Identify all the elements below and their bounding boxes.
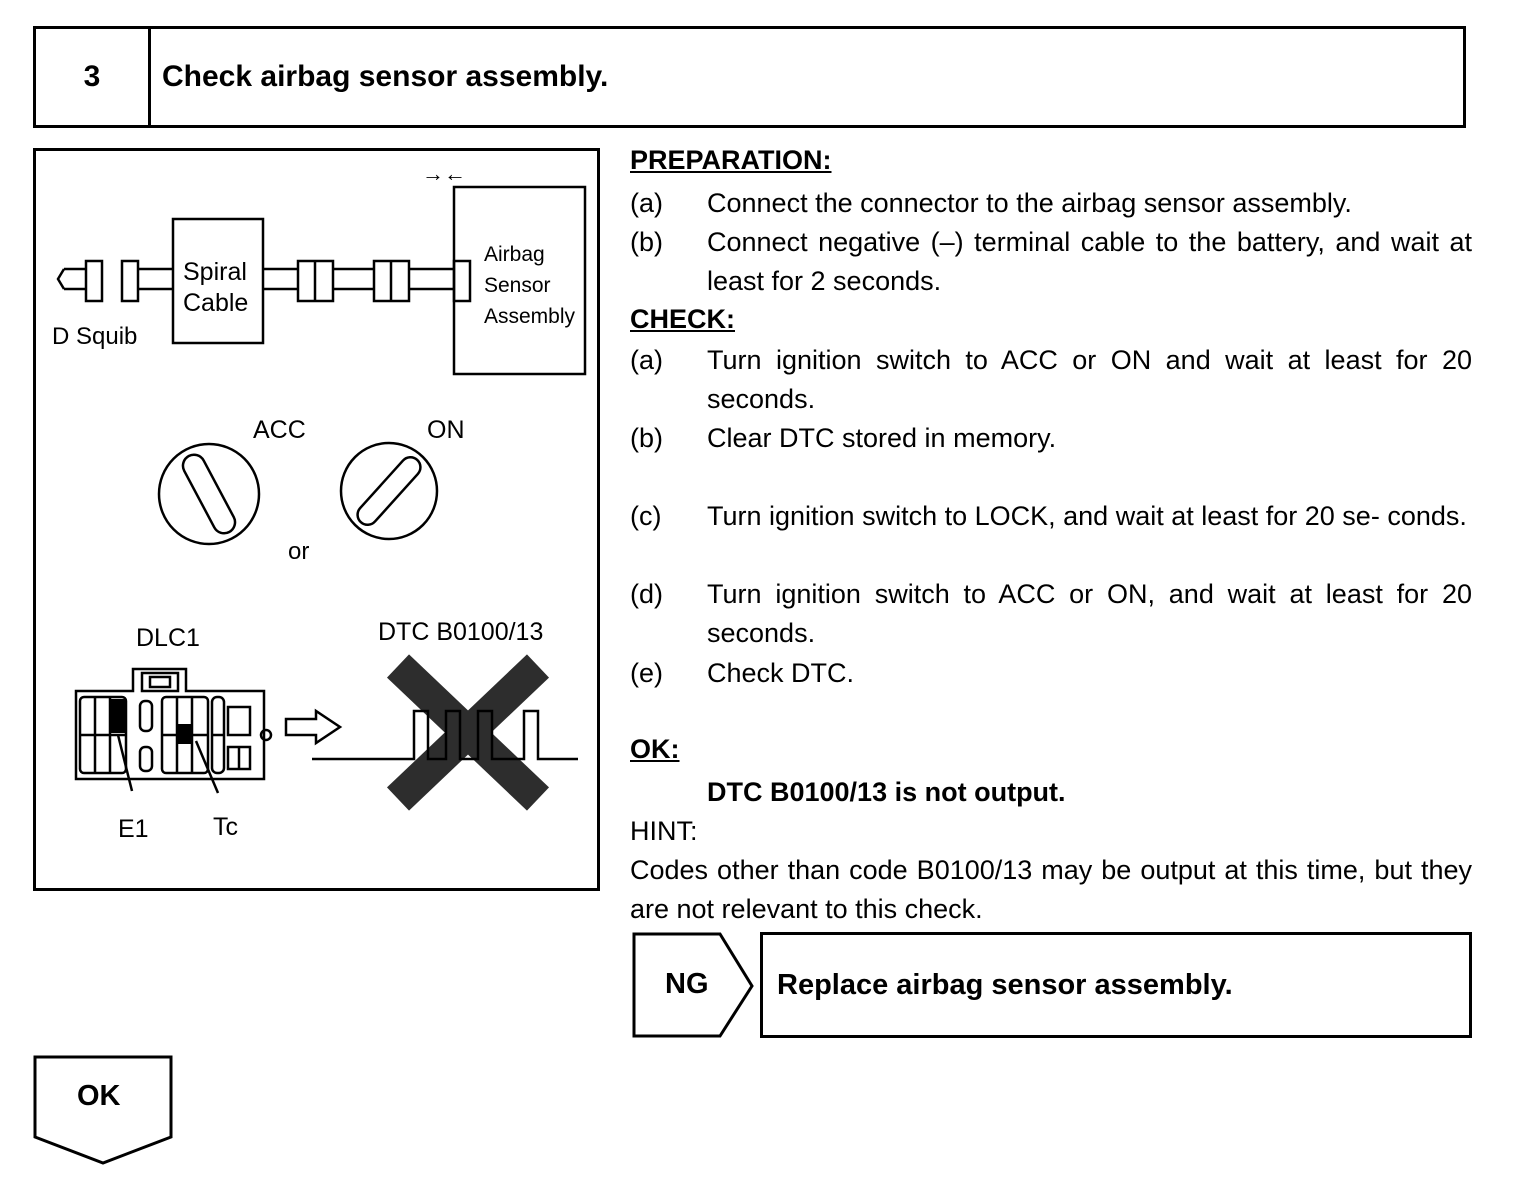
check-item-b: (b) Clear DTC stored in memory. xyxy=(630,419,1472,458)
dlc1-label: DLC1 xyxy=(136,624,200,652)
ok-flow-label: OK xyxy=(77,1080,121,1112)
item-text: Turn ignition switch to ACC or ON, and w… xyxy=(707,579,1472,648)
d-squib-connector xyxy=(56,259,173,303)
item-text: Turn ignition switch to LOCK, and wait a… xyxy=(707,501,1467,531)
item-text: Clear DTC stored in memory. xyxy=(707,423,1057,453)
ng-label: NG xyxy=(665,968,709,1000)
step-title: Check airbag sensor assembly. xyxy=(162,60,609,93)
on-key-cylinder-icon xyxy=(339,441,439,541)
ng-action-box: Replace airbag sensor assembly. xyxy=(760,932,1472,1038)
hint-label: HINT: xyxy=(630,816,698,846)
item-marker: (d) xyxy=(630,579,663,609)
tc-terminal xyxy=(178,724,191,744)
check-heading: CHECK: xyxy=(630,304,735,334)
on-label: ON xyxy=(427,416,465,444)
item-marker: (a) xyxy=(630,345,663,375)
spiral-cable-label-2: Cable xyxy=(183,289,248,317)
illustration: Spiral Cable D Squib Airbag Sensor Assem… xyxy=(33,148,600,891)
item-text: Connect negative (–) terminal cable to t… xyxy=(707,227,1472,296)
ng-arrow-icon xyxy=(632,932,754,1038)
dlc1-connector-icon xyxy=(74,667,273,794)
item-text: Connect the connector to the airbag sens… xyxy=(707,188,1352,218)
check-item-a: (a) Turn ignition switch to ACC or ON an… xyxy=(630,341,1472,419)
d-squib-label: D Squib xyxy=(52,323,137,350)
item-text: Check DTC. xyxy=(707,658,855,688)
item-text: Turn ignition switch to ACC or ON and wa… xyxy=(707,345,1472,414)
dtc-label: DTC B0100/13 xyxy=(378,618,543,646)
item-marker: (b) xyxy=(630,227,663,257)
acc-key-cylinder-icon xyxy=(157,442,261,546)
connect-arrows-icon: →← xyxy=(422,161,466,186)
spiral-cable-box xyxy=(171,217,265,345)
airbag-sensor-box xyxy=(452,185,587,376)
preparation-item-a: (a) Connect the connector to the airbag … xyxy=(630,184,1472,223)
step-header: 3 Check airbag sensor assembly. xyxy=(33,26,1466,128)
preparation-item-b: (b) Connect negative (–) terminal cable … xyxy=(630,223,1472,301)
check-item-c: (c) Turn ignition switch to LOCK, and wa… xyxy=(630,497,1472,536)
cross-icon xyxy=(386,654,550,811)
hollow-arrow-icon xyxy=(284,708,343,746)
or-label: or xyxy=(288,538,309,565)
ok-arrow-icon xyxy=(33,1055,173,1165)
illustration-diagram: Spiral Cable D Squib Airbag Sensor Assem… xyxy=(52,161,587,843)
check-item-d: (d) Turn ignition switch to ACC or ON, a… xyxy=(630,575,1472,653)
harness xyxy=(263,259,472,303)
item-marker: (b) xyxy=(630,423,663,453)
hint-text: Codes other than code B0100/13 may be ou… xyxy=(630,855,1472,924)
ok-heading: OK: xyxy=(630,734,680,764)
spiral-cable-label: Spiral xyxy=(183,258,247,286)
ng-action-text: Replace airbag sensor assembly. xyxy=(777,968,1233,1001)
item-marker: (a) xyxy=(630,188,663,218)
preparation-heading: PREPARATION: xyxy=(630,145,832,175)
check-item-e: (e) Check DTC. xyxy=(630,654,1472,693)
tc-label: Tc xyxy=(213,813,238,841)
ok-result: DTC B0100/13 is not output. xyxy=(707,777,1066,807)
item-marker: (c) xyxy=(630,501,662,531)
e1-terminal xyxy=(111,699,125,733)
acc-label: ACC xyxy=(253,416,306,444)
airbag-label-1: Airbag xyxy=(484,243,545,266)
airbag-label-3: Assembly xyxy=(484,305,576,328)
airbag-label-2: Sensor xyxy=(484,274,551,297)
item-marker: (e) xyxy=(630,658,663,688)
step-number: 3 xyxy=(36,29,151,125)
e1-label: E1 xyxy=(118,815,149,843)
